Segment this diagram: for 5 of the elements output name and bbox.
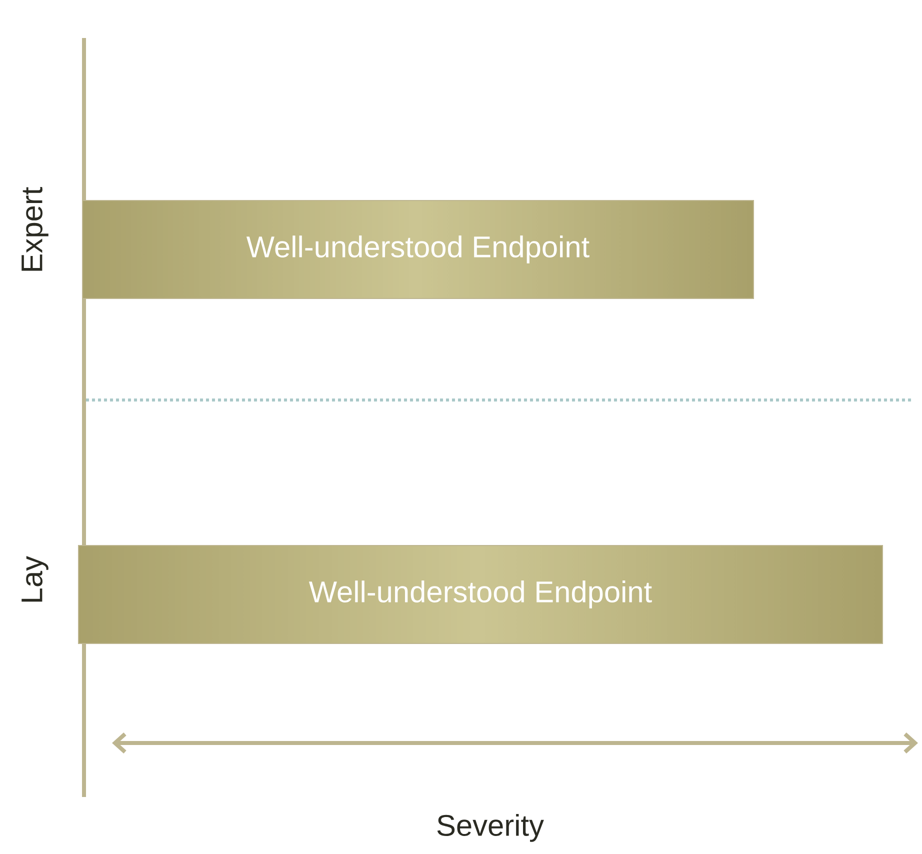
axis-label: Severity bbox=[437, 814, 544, 842]
axis-label: Expert bbox=[22, 187, 48, 271]
endpoint-bar: Well-understood Endpoint bbox=[78, 544, 884, 644]
axis-label: Lay bbox=[22, 556, 48, 602]
endpoint-bar: Well-understood Endpoint bbox=[82, 200, 754, 299]
